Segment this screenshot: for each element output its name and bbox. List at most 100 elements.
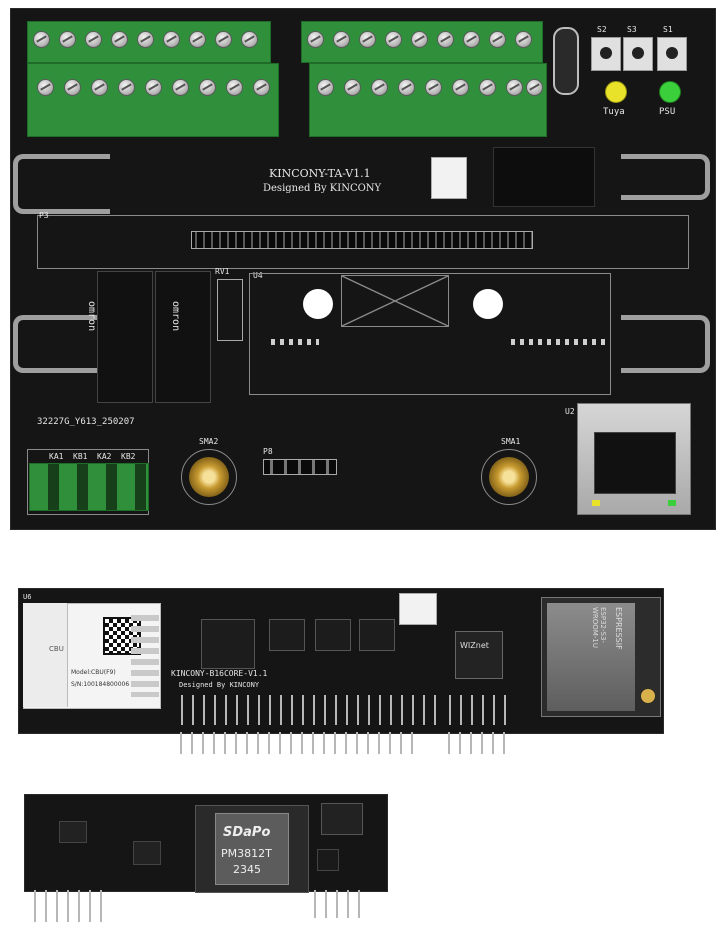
- cbu-model: Model:CBU(F9): [71, 669, 116, 676]
- ethernet-port[interactable]: [577, 403, 691, 515]
- board-title: KINCONY-TA-V1.1: [269, 167, 371, 180]
- core-title: KINCONY-B16CORE-V1.1: [171, 669, 268, 678]
- u4-outline: [249, 273, 611, 395]
- regulator: [321, 803, 363, 835]
- main-board: S2 S3 S1 Tuya PSU KINCONY-TA-V1.1 Design…: [10, 8, 716, 530]
- screw-icon: [411, 31, 428, 48]
- switch-label-s3: S3: [627, 25, 637, 34]
- ic-chip-3: [315, 619, 351, 651]
- relay-ka: [97, 271, 153, 403]
- screw-icon: [359, 31, 376, 48]
- terminal-label-ka2: KA2: [97, 452, 112, 461]
- mounting-hole: [473, 289, 503, 319]
- switch-label-s1: S1: [663, 25, 673, 34]
- esp32-model: ESP32-S3-WROOM-1U: [591, 607, 607, 648]
- screw-icon: [344, 79, 361, 96]
- mosfet: [59, 821, 87, 843]
- pin-legs-core: [180, 732, 420, 754]
- screw-icon: [199, 79, 216, 96]
- ref-u4: U4: [253, 271, 263, 280]
- screw-icon: [425, 79, 442, 96]
- screw-icon: [317, 79, 334, 96]
- terminal-label-kb2: KB2: [121, 452, 136, 461]
- p3-outline: [37, 215, 689, 269]
- esp32-vendor: ESPRESSIF: [614, 607, 623, 650]
- jst-connector: [431, 157, 467, 199]
- pin-header-row: [181, 695, 441, 725]
- led-label-tuya: Tuya: [603, 107, 625, 117]
- transformer-core: [215, 813, 289, 885]
- relay-kb: [155, 271, 211, 403]
- screw-icon: [33, 31, 50, 48]
- capacitor: [317, 849, 339, 871]
- ref-p3: P3: [39, 211, 49, 220]
- screw-icon: [333, 31, 350, 48]
- screw-icon: [145, 79, 162, 96]
- sma-connector-2: [181, 449, 237, 505]
- ref-u2: U2: [565, 407, 575, 416]
- pin-legs-power-right: [314, 890, 360, 918]
- ref-u6: U6: [23, 593, 32, 601]
- screw-icon: [241, 31, 258, 48]
- pin-header-row-right: [449, 695, 513, 725]
- screw-icon: [463, 31, 480, 48]
- transformer-brand: SDaPo: [223, 825, 271, 840]
- screw-icon: [163, 31, 180, 48]
- terminal-block-top-left-row2: [27, 63, 279, 137]
- screw-icon: [91, 79, 108, 96]
- antenna-label-sma2: SMA2: [199, 437, 219, 446]
- screw-icon: [64, 79, 81, 96]
- ic-chip-2: [269, 619, 305, 651]
- switch-label-s2: S2: [597, 25, 607, 34]
- din-clip-left-mid: [13, 315, 102, 373]
- pad-row-right: [511, 339, 605, 345]
- ic-chip-power: [133, 841, 161, 865]
- antenna-label-sma1: SMA1: [501, 437, 521, 446]
- tact-switch-s1[interactable]: [657, 37, 687, 71]
- screw-icon: [137, 31, 154, 48]
- tact-switch-s3[interactable]: [623, 37, 653, 71]
- cbu-pins: [131, 615, 159, 697]
- mounting-hole: [303, 289, 333, 319]
- cbu-serial: S/N:100184800006: [71, 681, 130, 688]
- screw-icon: [172, 79, 189, 96]
- cbu-label: CBU: [49, 645, 64, 653]
- screw-icon: [253, 79, 270, 96]
- power-board: SDaPo PM3812T 2345: [24, 794, 388, 893]
- screw-icon: [226, 79, 243, 96]
- date-code: 32227G_Y613_250207: [37, 417, 135, 427]
- socket-header-p3: [191, 231, 533, 249]
- usb-c-port: [553, 27, 579, 95]
- tact-switch-s2[interactable]: [591, 37, 621, 71]
- led-green: [659, 81, 681, 103]
- ethernet-chip: [455, 631, 503, 679]
- sma-connector-1: [481, 449, 537, 505]
- screw-icon: [118, 79, 135, 96]
- screw-icon: [189, 31, 206, 48]
- screw-icon: [479, 79, 496, 96]
- screw-icon: [37, 79, 54, 96]
- screw-icon: [85, 31, 102, 48]
- screw-icon: [437, 31, 454, 48]
- screw-icon: [371, 79, 388, 96]
- screw-icon: [489, 31, 506, 48]
- ref-p8: P8: [263, 447, 273, 456]
- screw-icon: [452, 79, 469, 96]
- pin-legs-power-left: [34, 890, 104, 922]
- ref-rv1: RV1: [215, 267, 230, 276]
- core-board: U6 CBU Model:CBU(F9) S/N:100184800006 WI…: [18, 588, 664, 734]
- screw-icon: [385, 31, 402, 48]
- transformer-code: 2345: [233, 863, 261, 876]
- terminal-block-bottom: [29, 463, 149, 511]
- screw-icon: [515, 31, 532, 48]
- esp32-shield: [547, 603, 635, 711]
- board-designer: Designed By KINCONY: [263, 183, 382, 194]
- u-fl-connector: [641, 689, 655, 703]
- relay-brand-1: omron: [86, 301, 97, 332]
- screw-icon: [398, 79, 415, 96]
- led-label-psu: PSU: [659, 107, 676, 117]
- din-clip-right-top: [621, 154, 710, 200]
- header-p8: [263, 459, 337, 475]
- jst-connector-core: [399, 593, 437, 625]
- relay-brand-2: omron: [170, 301, 181, 332]
